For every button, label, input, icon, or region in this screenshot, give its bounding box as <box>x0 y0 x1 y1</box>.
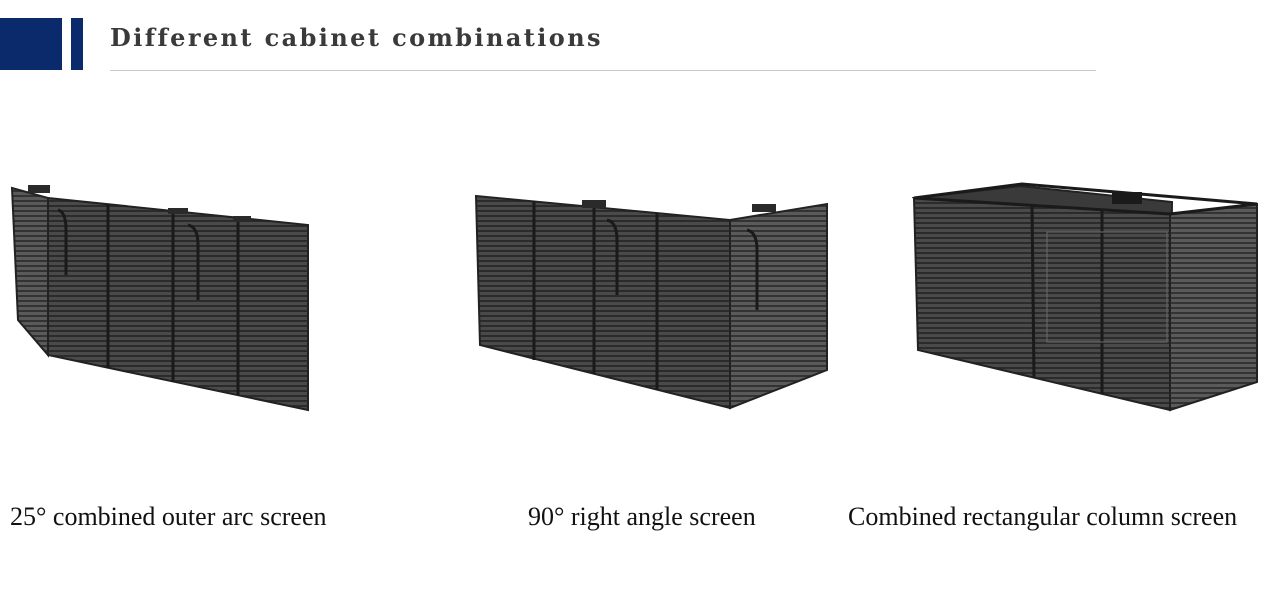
title-divider <box>110 70 1096 71</box>
caption-rectangular-column: Combined rectangular column screen <box>848 502 1238 531</box>
product-image-rectangular-column <box>912 182 1272 417</box>
caption-outer-arc: 25° combined outer arc screen <box>10 502 327 531</box>
product-image-outer-arc <box>8 180 313 415</box>
product-image-right-angle <box>472 190 832 412</box>
caption-right-angle: 90° right angle screen <box>528 502 756 531</box>
header-accent-bar <box>71 18 83 70</box>
header-accent-block <box>0 18 62 70</box>
section-title: Different cabinet combinations <box>110 23 603 52</box>
